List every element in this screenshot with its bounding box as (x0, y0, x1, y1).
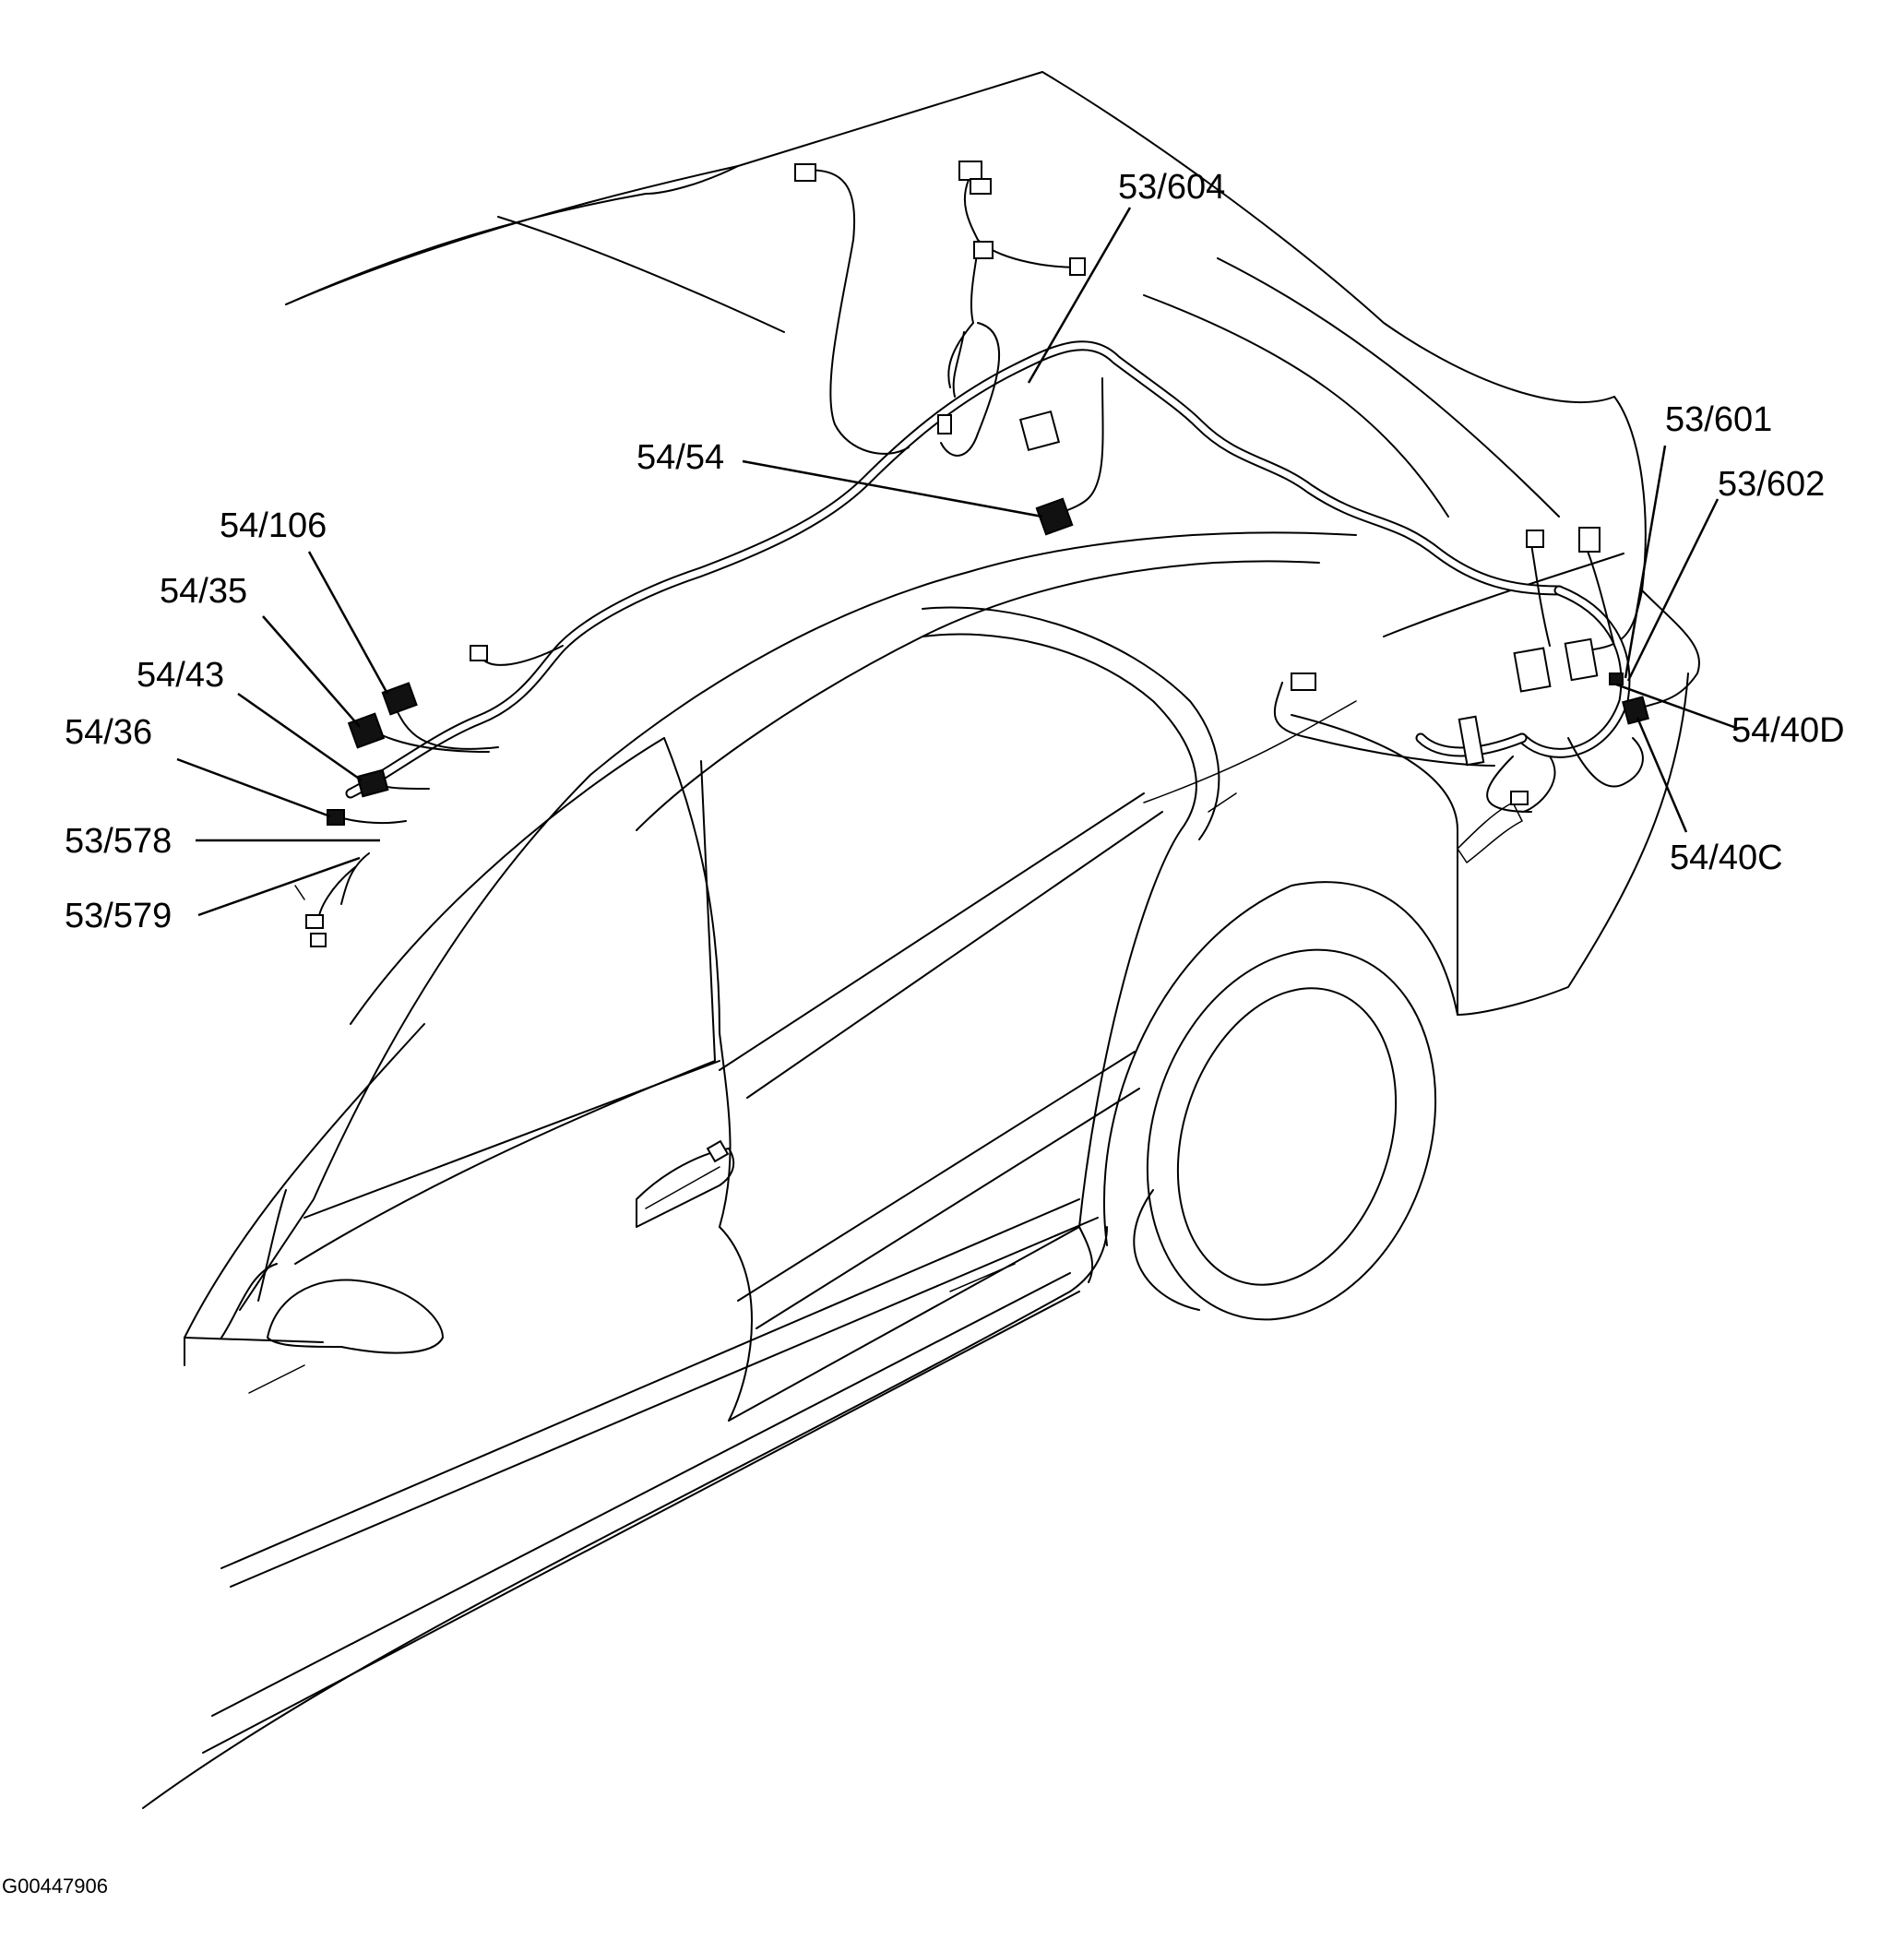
connector-54-40C (1622, 696, 1649, 725)
connector-54-40D (1609, 672, 1624, 685)
label-53-601: 53/601 (1665, 400, 1772, 439)
connector-rear-f (1510, 791, 1529, 805)
leader-54-54 (742, 459, 1043, 518)
connector-upper-d (973, 241, 994, 259)
connector-left-b (305, 914, 324, 929)
connector-mid-a (937, 414, 952, 434)
connector-54-106 (381, 682, 418, 716)
leader-lines (176, 207, 1740, 917)
connector-rear-d (1513, 647, 1552, 693)
connector-left-c (310, 933, 327, 947)
a-pillar-wires (305, 645, 564, 947)
main-wiring-harness (345, 340, 1631, 799)
label-54-106: 54/106 (220, 506, 327, 545)
label-53-602: 53/602 (1718, 465, 1825, 504)
connector-upper-b (970, 178, 992, 195)
connector-rear-g (1458, 715, 1485, 767)
label-53-579: 53/579 (65, 897, 172, 935)
label-53-578: 53/578 (65, 822, 172, 861)
leader-54-40C (1636, 717, 1688, 833)
connector-rear-e (1564, 637, 1599, 682)
callout-labels: 53/604 54/54 54/106 54/35 54/43 54/36 53… (65, 168, 1845, 935)
connector-54-54 (1035, 497, 1074, 536)
leader-54-40D (1615, 683, 1740, 731)
label-54-43: 54/43 (137, 656, 224, 695)
roof-wires (794, 161, 1104, 536)
label-54-40C: 54/40C (1670, 839, 1783, 877)
car-body-outline (142, 71, 1700, 1809)
leader-54-43 (237, 692, 363, 782)
leader-54-106 (307, 551, 389, 695)
connector-54-36 (327, 809, 345, 826)
roof-connector (794, 163, 816, 182)
connector-rear-a (1291, 672, 1316, 691)
label-53-604: 53/604 (1118, 168, 1225, 207)
label-54-36: 54/36 (65, 713, 152, 752)
connector-54-43 (356, 768, 389, 798)
connector-upper-c (1069, 257, 1086, 276)
label-54-54: 54/54 (637, 438, 724, 477)
label-54-35: 54/35 (160, 572, 247, 611)
leader-54-36 (176, 757, 331, 818)
connector-left-a (470, 645, 488, 661)
connector-54-35 (347, 712, 386, 749)
rear-wires (1273, 527, 1649, 813)
leader-53-579 (197, 856, 361, 917)
connector-rear-c (1578, 527, 1601, 553)
leader-53-601 (1624, 445, 1667, 679)
connector-mid-b (1018, 410, 1061, 452)
connector-rear-b (1526, 530, 1544, 548)
leader-53-604 (1027, 207, 1132, 384)
figure-reference-code: G00447906 (2, 1875, 108, 1898)
label-54-40D: 54/40D (1731, 711, 1845, 750)
leader-53-602 (1626, 498, 1720, 682)
leader-54-35 (262, 615, 361, 728)
connector-upper-a (958, 161, 982, 181)
